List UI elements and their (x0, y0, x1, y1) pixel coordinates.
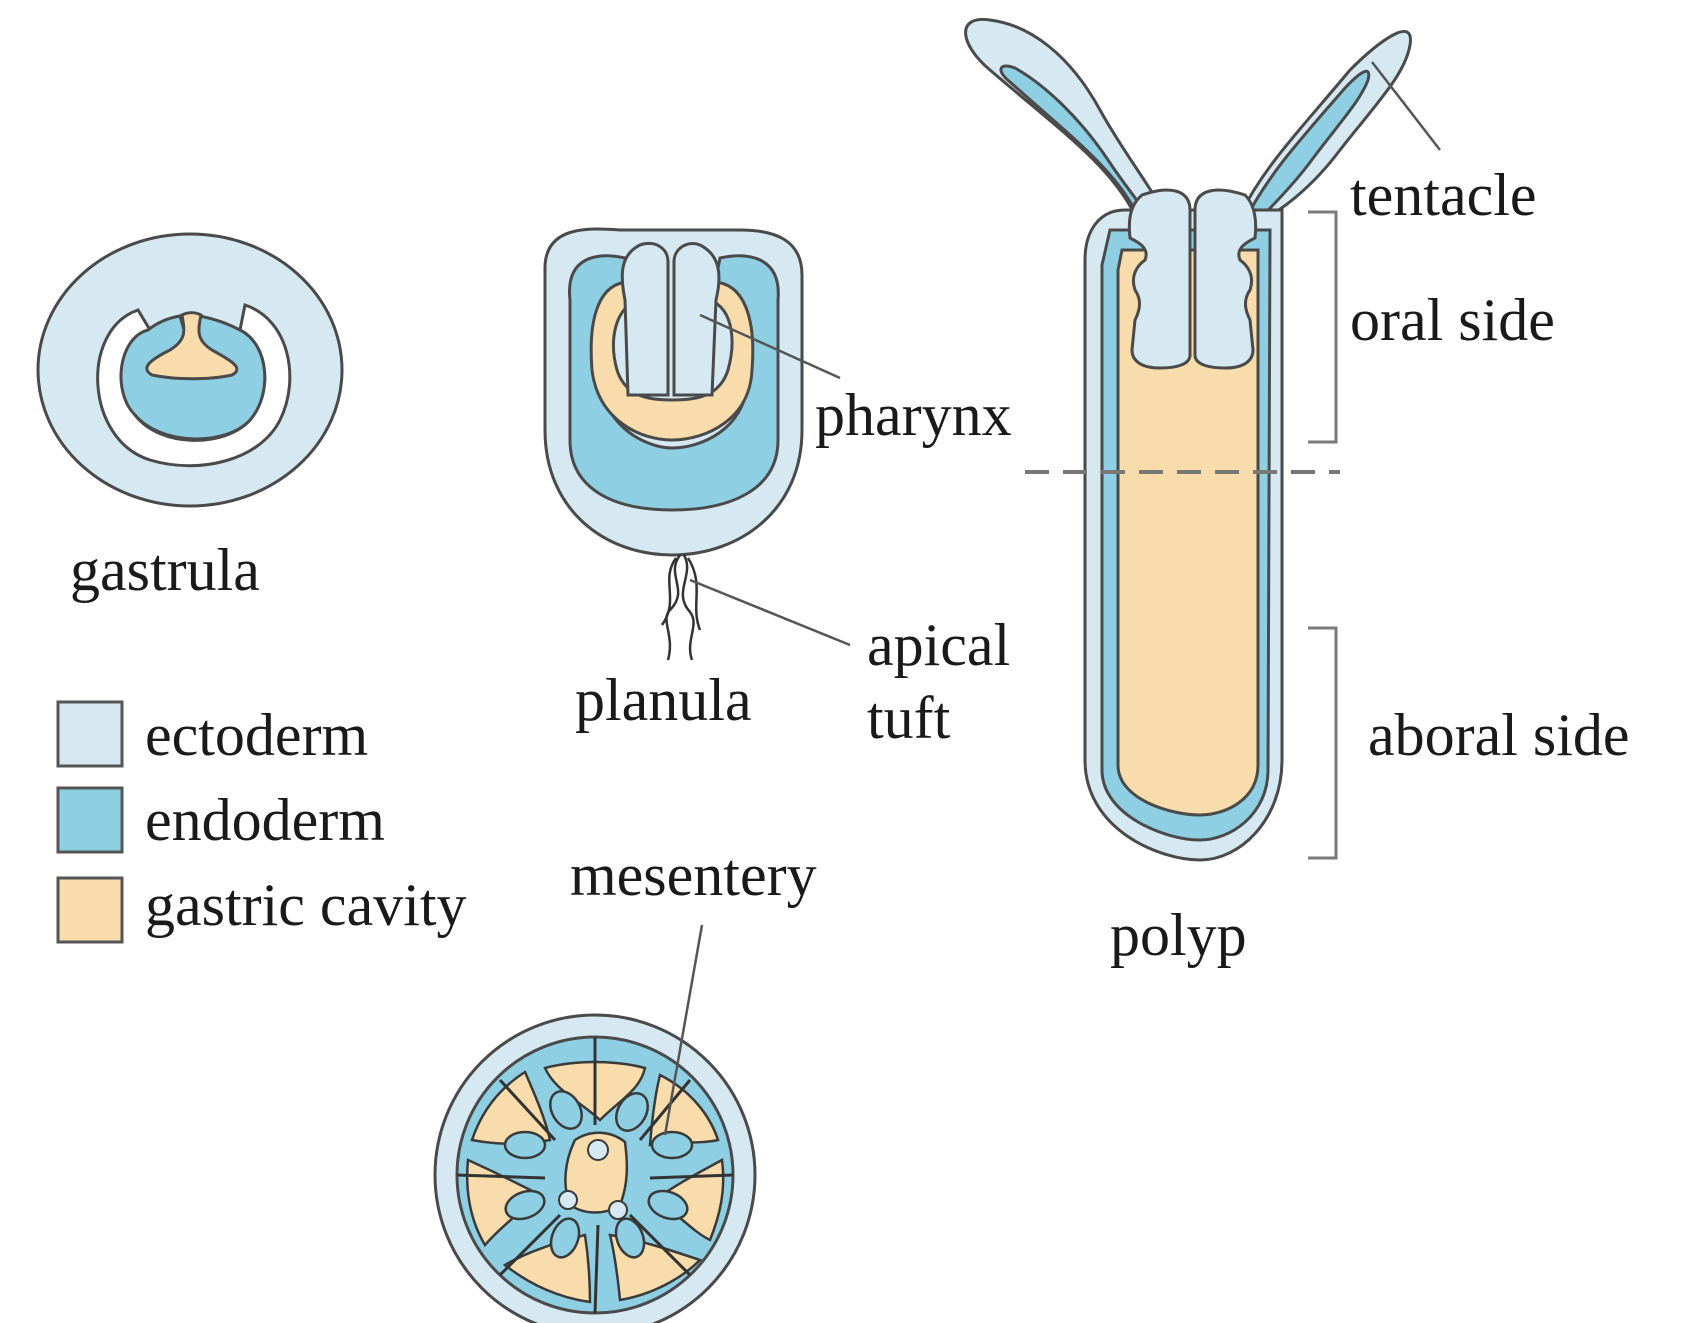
oral-side-bracket (1308, 212, 1336, 442)
apical-tuft-icon (662, 555, 700, 660)
aboral-side-bracket (1308, 628, 1336, 858)
legend-swatch-endoderm (58, 788, 122, 852)
planula-figure: planula pharynx apical tuft (545, 229, 1012, 751)
mesentery-cross-section: mesentery (435, 842, 817, 1323)
oral-side-label: oral side (1350, 287, 1555, 353)
apical-tuft-label-1: apical (867, 612, 1010, 678)
polyp-pharynx (1129, 190, 1190, 368)
apical-tuft-leader-line (690, 580, 850, 645)
legend: ectoderm endoderm gastric cavity (58, 702, 467, 942)
apical-tuft-label-2: tuft (867, 685, 951, 751)
legend-label-endoderm: endoderm (145, 787, 385, 853)
legend-swatch-ectoderm (58, 702, 122, 766)
polyp-pharynx-right (1195, 190, 1256, 368)
polyp-label: polyp (1110, 902, 1247, 968)
legend-label-ectoderm: ectoderm (145, 702, 368, 768)
aboral-side-label: aboral side (1368, 702, 1630, 768)
gastrula-label: gastrula (70, 537, 260, 603)
planula-label: planula (575, 667, 752, 733)
tentacle-label: tentacle (1350, 162, 1537, 228)
legend-label-gastric-cavity: gastric cavity (145, 872, 467, 938)
legend-swatch-gastric-cavity (58, 878, 122, 942)
polyp-figure: tentacle oral side aboral side polyp (966, 19, 1630, 968)
planula-pharynx (622, 244, 668, 395)
tentacle-leader-line (1372, 62, 1440, 150)
pharynx-label: pharynx (815, 382, 1012, 448)
mesentery-label: mesentery (570, 842, 817, 908)
gastrula-figure: gastrula (38, 234, 342, 603)
